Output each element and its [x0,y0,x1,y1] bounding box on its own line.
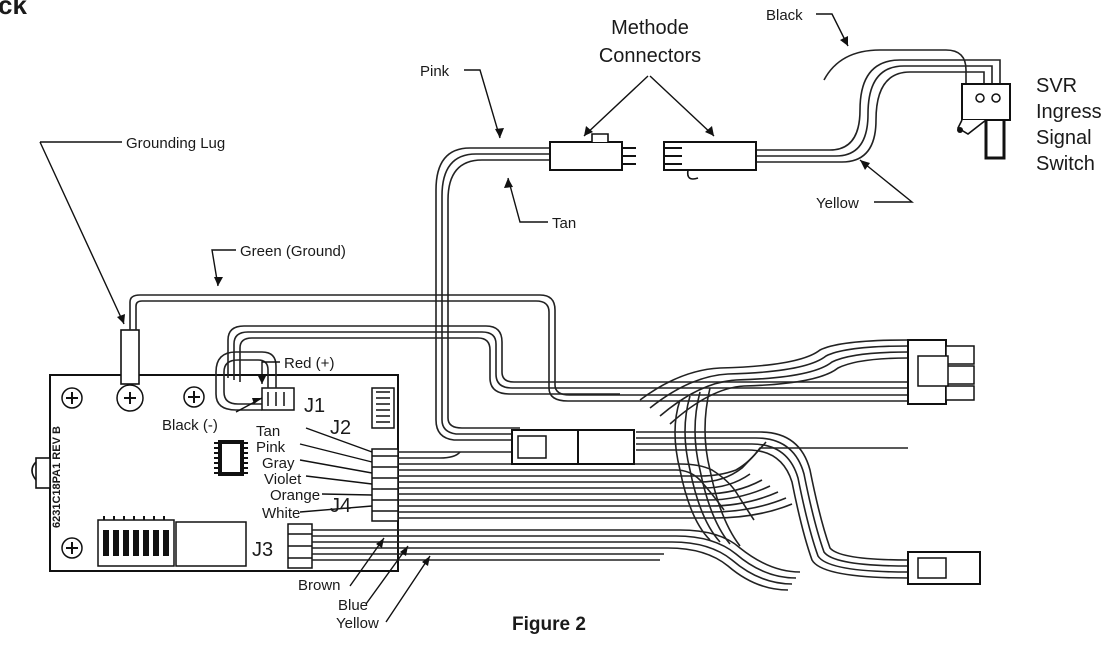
right-bottom-connector [907,551,981,585]
svr-label-line4: Switch [1036,153,1095,175]
j2-connector [371,387,395,429]
blue-label: Blue [338,597,368,614]
brown-label: Brown [298,577,341,594]
screw-icon [183,386,205,408]
dip-switch [97,516,175,567]
orange-j4-label: Orange [270,487,320,504]
red-plus-label: Red (+) [284,355,334,372]
tan-mid-label: Tan [552,215,576,232]
j1-connector [261,387,295,411]
j1-label: J1 [304,395,325,417]
pink-j4-label: Pink [256,439,286,456]
gray-j4-label: Gray [262,455,295,472]
yellow-right-label: Yellow [816,195,859,212]
methode-connector-left [549,133,636,171]
leader-lines [39,13,914,623]
svr-label-line2: Ingress [1036,101,1102,123]
pink-top-label: Pink [420,63,450,80]
black-minus-label: Black (-) [162,417,218,434]
grounding-lug-label: Grounding Lug [126,135,225,152]
j3-connector [287,523,313,569]
j3-label: J3 [252,539,273,561]
figure-caption: Figure 2 [512,614,586,635]
white-j4-label: White [262,505,300,522]
component-block [175,521,247,567]
methode-connector-right [663,141,757,180]
screw-icon [61,537,83,559]
green-ground-label: Green (Ground) [240,243,346,260]
svr-label-line1: SVR [1036,75,1077,97]
j4-connector [371,448,399,522]
middle-connector [511,429,635,465]
screw-icon [61,387,83,409]
grounding-lug [116,329,144,412]
right-top-connector [907,339,975,405]
methode-label-line2: Connectors [599,45,701,67]
methode-label-line1: Methode [611,17,689,39]
violet-j4-label: Violet [264,471,302,488]
svr-label-line3: Signal [1036,127,1092,149]
svr-ingress-switch [956,83,1011,160]
yellow-bottom-label: Yellow [336,615,379,632]
header-fragment: ck [0,0,27,20]
tan-j4-label: Tan [256,423,280,440]
j4-label: J4 [330,495,351,517]
j2-label: J2 [330,417,351,439]
pcb-marking: 6231C18PA1 REV B [51,426,63,528]
labels: Methode Connectors Pink Black SVR Ingres… [126,7,1102,635]
black-top-label: Black [766,7,803,24]
ic-chip [214,440,248,476]
wire-harness [129,49,1001,591]
